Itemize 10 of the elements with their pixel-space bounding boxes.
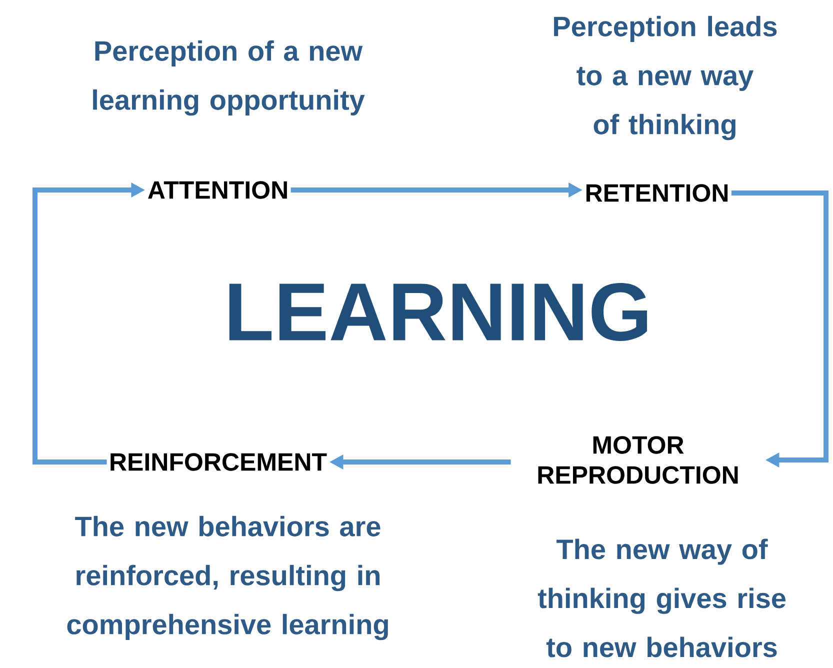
caption-text: Perception leads to a new way of thinking (554, 16, 777, 140)
title-text: LEARNING (229, 282, 647, 342)
step-label: REINFORCEMENT (110, 453, 327, 471)
step-label: ATTENTION (148, 181, 287, 199)
caption-text: The new behaviors are reinforced, resulting in comprehensive learning (67, 516, 388, 640)
step-label: MOTOR REPRODUCTION (538, 436, 738, 484)
caption-text: The new way of thinking gives rise to new behaviors (538, 538, 786, 658)
arrow (731, 190, 828, 468)
step-label: RETENTION (586, 184, 728, 202)
caption-text: Perception of a new learning opportunity (93, 40, 365, 116)
